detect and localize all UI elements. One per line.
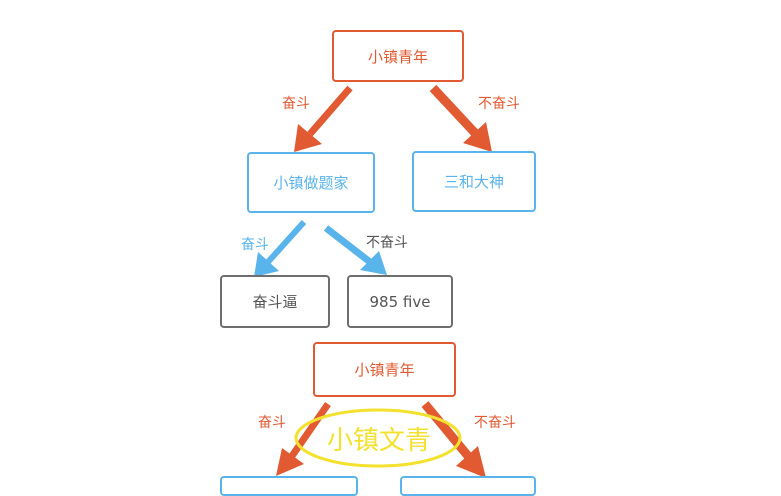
node-right-child: 三和大神 xyxy=(412,151,536,212)
edge2-label-right: 不奋斗 xyxy=(474,415,516,431)
edge-label-root-left: 奋斗 xyxy=(282,96,310,112)
node-leaf-right: 985 five xyxy=(347,275,453,328)
edge-label-left-left: 奋斗 xyxy=(241,237,269,253)
edge-label-root-right: 不奋斗 xyxy=(478,96,520,112)
arrow2-root-to-left xyxy=(276,402,331,476)
arrow-root-to-left xyxy=(294,85,353,152)
edge-label-left-right: 不奋斗 xyxy=(366,235,408,251)
edge2-label-left: 奋斗 xyxy=(258,415,286,431)
node-root: 小镇青年 xyxy=(332,30,464,82)
arrow-left-to-leaf-right xyxy=(323,225,387,275)
arrow2-root-to-right xyxy=(421,401,486,478)
annotation-ellipse xyxy=(294,408,462,468)
node-leaf-left: 奋斗逼 xyxy=(220,275,330,328)
node2-left-child-partial xyxy=(220,476,358,496)
arrow-root-to-right xyxy=(429,84,492,152)
annotation-text: 小镇文青 xyxy=(327,426,432,456)
node2-root: 小镇青年 xyxy=(313,342,456,397)
node2-right-child-partial xyxy=(400,476,536,496)
arrow-left-to-leaf-left xyxy=(254,219,307,277)
node-left-child: 小镇做题家 xyxy=(247,152,375,213)
